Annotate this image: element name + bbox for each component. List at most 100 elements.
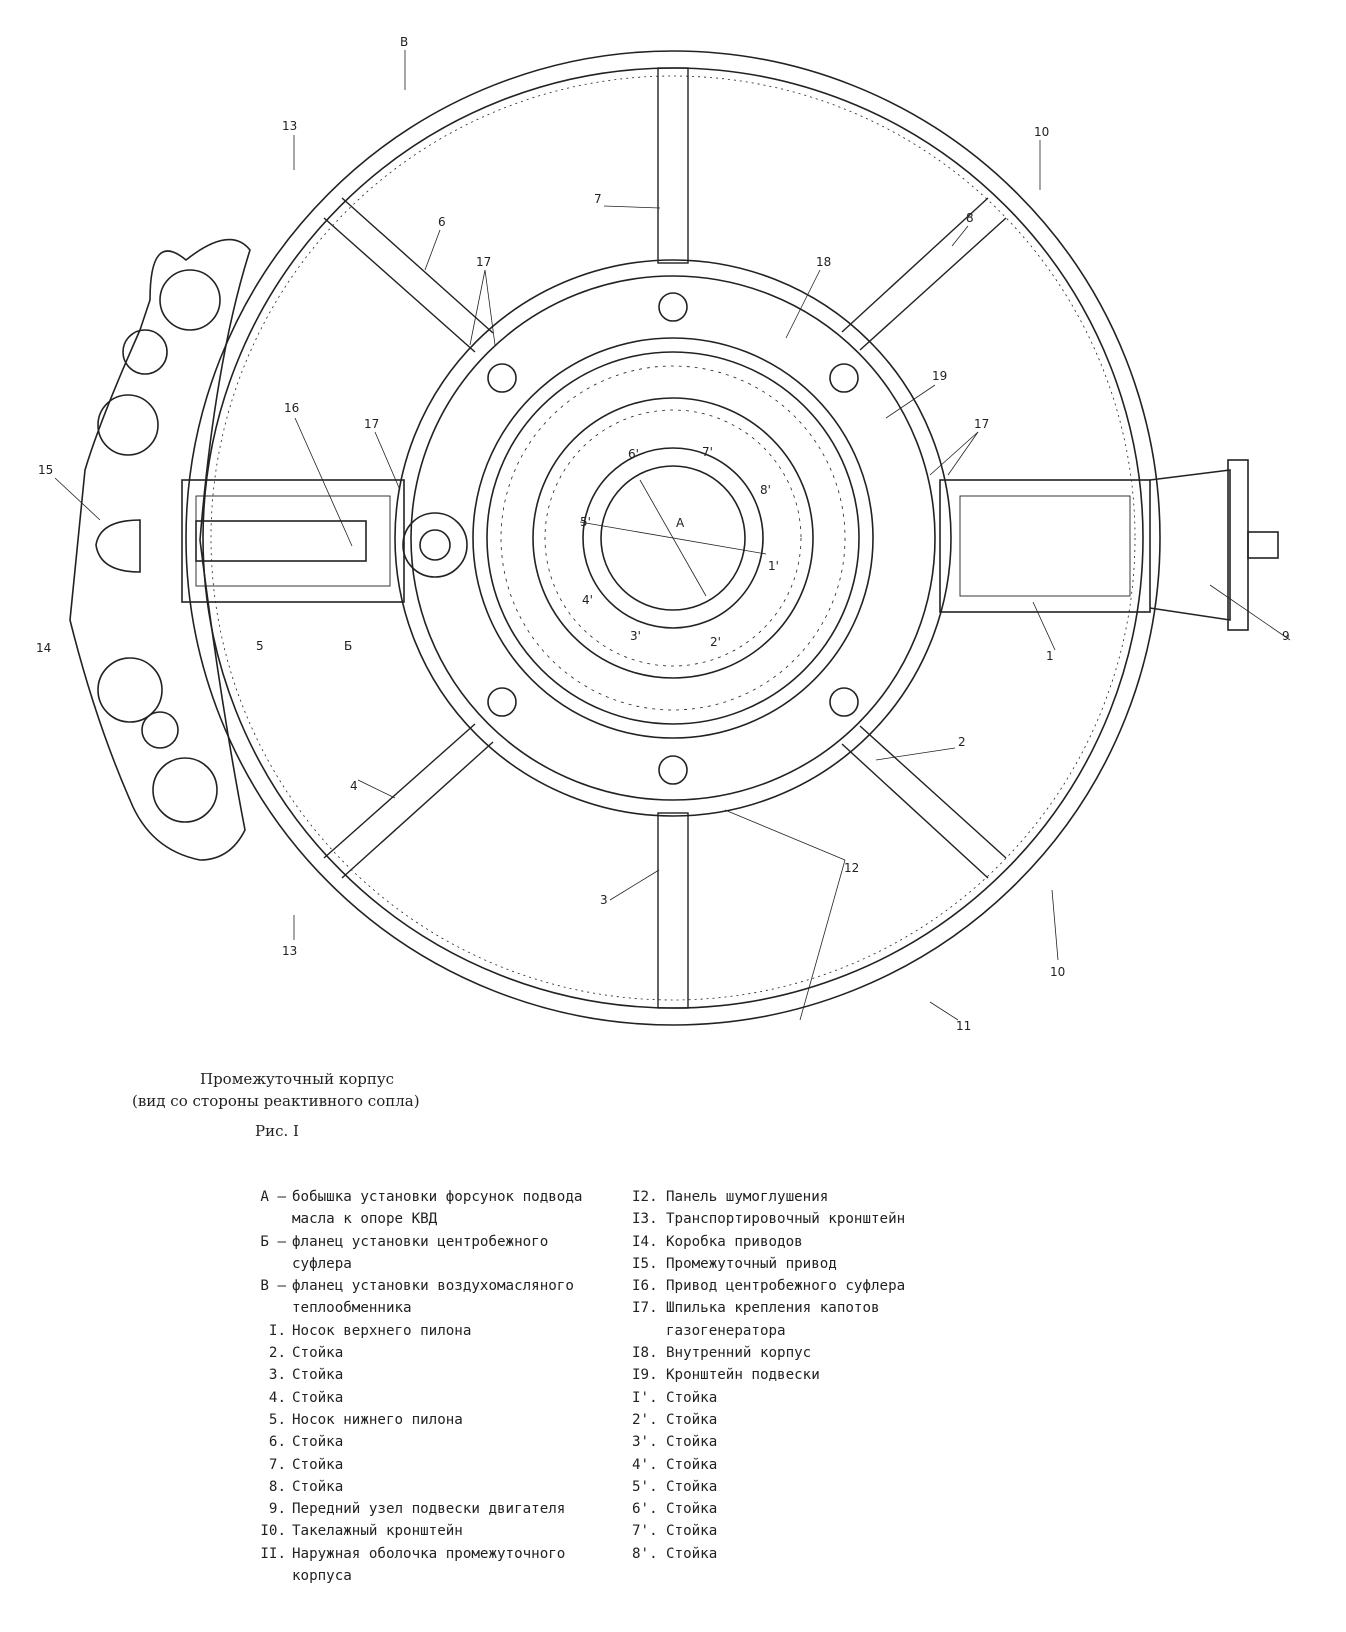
legend-item: 3'.Стойка	[632, 1431, 932, 1453]
legend-text: Стойка	[666, 1545, 718, 1562]
label-2-prime: 2'	[710, 635, 721, 649]
legend-right: I2.Панель шумоглушения I3. Транспортирово…	[632, 1186, 932, 1565]
legend-item: I4.Коробка приводов	[632, 1231, 932, 1253]
legend-text: Стойка	[292, 1367, 344, 1384]
label-6: 6	[438, 215, 446, 229]
label-4: 4	[350, 779, 358, 793]
legend-text: Носок нижнего пилона	[292, 1411, 463, 1428]
label-16: 16	[284, 401, 299, 415]
label-B: Б	[344, 639, 352, 653]
legend-text: Внутренний корпус	[666, 1345, 812, 1362]
legend-key: 3'.	[632, 1434, 658, 1451]
legend-item: I8. Внутренний корпус	[632, 1342, 932, 1364]
label-17-b: 17	[364, 417, 379, 431]
legend-text: Стойка	[292, 1434, 344, 1451]
legend-key: I0.	[260, 1523, 286, 1540]
legend-key: 7'.	[632, 1523, 658, 1540]
legend-key: А –	[260, 1189, 286, 1205]
label-7-prime: 7'	[702, 445, 713, 459]
legend-text: Транспортировочный кронштейн	[666, 1211, 906, 1228]
drawing-labels: В 13 13 10 10 7 6 8 18 17 17 17 19 16 15…	[36, 35, 1290, 1033]
figure-number: Рис. I	[255, 1122, 299, 1140]
legend-text: Такелажный кронштейн	[292, 1523, 463, 1540]
legend-key: I4.	[632, 1233, 658, 1250]
legend-item: А – бобышка установки форсунок подвода ма…	[248, 1186, 588, 1231]
legend-text: Стойка	[666, 1389, 718, 1406]
legend-item: I0. Такелажный кронштейн	[248, 1520, 588, 1542]
legend-key: 5.	[268, 1411, 286, 1428]
legend-item: Б – фланец установки центробежного суфлер…	[248, 1231, 588, 1276]
legend-text: Стойка	[292, 1345, 344, 1362]
legend-text: Носок верхнего пилона	[292, 1322, 472, 1339]
legend-key: I.	[268, 1322, 286, 1339]
technical-drawing: В 13 13 10 10 7 6 8 18 17 17 17 19 16 15…	[36, 35, 1291, 1033]
legend-item: 9. Передний узел подвески двигателя	[248, 1498, 588, 1520]
legend-item: I9. Кронштейн подвески	[632, 1364, 932, 1386]
label-3-prime: 3'	[630, 629, 641, 643]
label-15: 15	[38, 463, 53, 477]
legend-item: I6.Привод центробежного суфлера	[632, 1275, 932, 1297]
legend-item: 4.Стойка	[248, 1387, 588, 1409]
legend-text: бобышка установки форсунок подвода масла…	[292, 1189, 583, 1228]
legend-key: I3.	[632, 1211, 658, 1228]
legend-item: 2'. Стойка	[632, 1409, 932, 1431]
legend-key: 5'.	[632, 1478, 658, 1495]
label-10-bottom: 10	[1050, 965, 1065, 979]
label-1: 1	[1046, 649, 1054, 663]
legend-item: 3. Стойка	[248, 1364, 588, 1386]
legend-item: 5. Носок нижнего пилона	[248, 1409, 588, 1431]
legend-item: I2.Панель шумоглушения	[632, 1186, 932, 1208]
label-5: 5	[256, 639, 264, 653]
legend-text: Стойка	[666, 1523, 718, 1540]
legend-item: 5'. Стойка	[632, 1476, 932, 1498]
legend-text: Наружная оболочка промежуточного корпуса	[292, 1545, 566, 1585]
label-19: 19	[932, 369, 947, 383]
legend-key: I2.	[632, 1189, 658, 1205]
label-8-prime: 8'	[760, 483, 771, 497]
legend-item: I5. Промежуточный привод	[632, 1253, 932, 1275]
legend-item: 4'.Стойка	[632, 1454, 932, 1476]
legend-key: 8'.	[632, 1545, 658, 1562]
label-4-prime: 4'	[582, 593, 593, 607]
label-12: 12	[844, 861, 859, 875]
legend-key: II.	[260, 1545, 286, 1562]
legend-key: I9.	[632, 1367, 658, 1384]
legend-key: I5.	[632, 1255, 658, 1272]
legend-key: 2'.	[632, 1411, 658, 1428]
figure-subtitle: (вид со стороны реактивного сопла)	[132, 1092, 420, 1110]
legend-item: I3. Транспортировочный кронштейн	[632, 1208, 932, 1230]
legend-text: Кронштейн подвески	[666, 1367, 820, 1384]
legend-key: В –	[260, 1278, 286, 1295]
legend-key: 6.	[268, 1434, 286, 1451]
legend-key: Б –	[260, 1233, 286, 1250]
legend-key: 7.	[268, 1456, 286, 1473]
legend-item: 8'. Стойка	[632, 1543, 932, 1565]
legend-text: фланец установки центробежного суфлера	[292, 1233, 549, 1272]
label-17-a: 17	[476, 255, 491, 269]
legend-text: Стойка	[666, 1478, 718, 1495]
legend-text: Передний узел подвески двигателя	[292, 1501, 566, 1518]
label-14: 14	[36, 641, 51, 655]
legend-key: I'.	[632, 1389, 658, 1406]
legend-key: 9.	[268, 1501, 286, 1518]
figure-title: Промежуточный корпус	[200, 1070, 395, 1088]
label-8: 8	[966, 211, 974, 225]
legend-text: Шпилька крепления капотов газогенератора	[666, 1300, 880, 1339]
legend-item: 7'. Стойка	[632, 1520, 932, 1542]
label-9: 9	[1282, 629, 1290, 643]
legend-text: Стойка	[666, 1411, 718, 1428]
label-6-prime: 6'	[628, 447, 639, 461]
label-1-prime: 1'	[768, 559, 779, 573]
legend-key: 2.	[268, 1345, 286, 1362]
legend-key: 4'.	[632, 1456, 658, 1473]
legend-key: I8.	[632, 1345, 658, 1362]
legend-item: I. Носок верхнего пилона	[248, 1320, 588, 1342]
legend-left: А – бобышка установки форсунок подвода ма…	[248, 1186, 588, 1587]
label-13-bottom: 13	[282, 944, 297, 958]
legend-item: I7.Шпилька крепления капотов газогенерат…	[632, 1297, 932, 1342]
legend-key: I6.	[632, 1278, 658, 1295]
legend-key: 3.	[268, 1367, 286, 1384]
label-V: В	[400, 35, 408, 49]
legend-text: Промежуточный привод	[666, 1255, 837, 1272]
legend-key: 4.	[268, 1389, 286, 1406]
